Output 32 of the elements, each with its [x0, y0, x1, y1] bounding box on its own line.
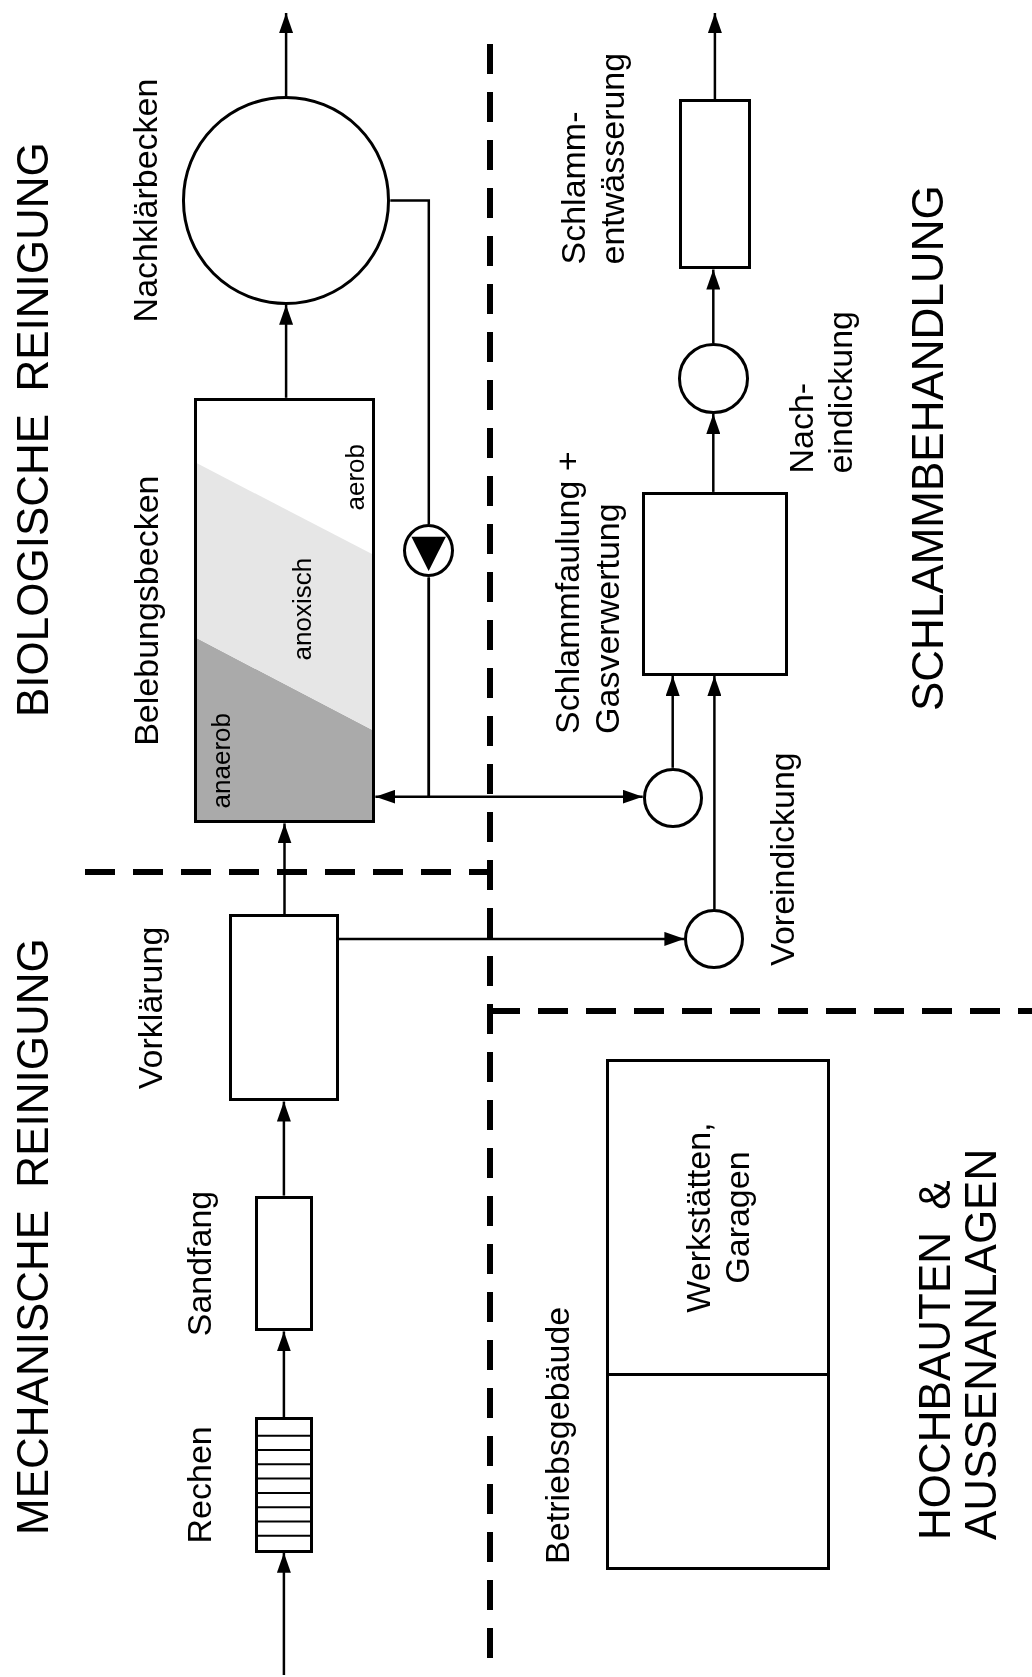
section-title: BIOLOGISCHE REINIGUNG	[10, 142, 57, 717]
flow-arrow	[339, 931, 685, 946]
section-title: HOCHBAUTEN & AUSSENANLAGEN	[912, 1147, 1005, 1540]
flow-arrow	[276, 1552, 291, 1675]
flow-arrow	[279, 304, 294, 398]
zone-label: anoxisch	[287, 557, 318, 661]
node-label: Werkstätten, Garagen	[679, 1121, 758, 1315]
flow-arrow	[706, 269, 721, 344]
flow-arrow	[665, 675, 680, 768]
flow-arrow	[276, 1101, 291, 1196]
flow-arrow	[707, 13, 722, 100]
zone-label: aerob	[340, 443, 371, 511]
section-title: SCHLAMMBEHANDLUNG	[905, 185, 952, 711]
node-label: Voreindickung	[763, 752, 803, 966]
node-label: Betriebsgebäude	[538, 1306, 578, 1564]
zone-label: anaerob	[206, 713, 237, 809]
node-label: Nach- eindickung	[781, 310, 860, 474]
node-label: Nachklärbecken	[125, 78, 165, 323]
flow-line	[390, 199, 431, 524]
section-title: MECHANISCHE REINIGUNG	[10, 938, 57, 1535]
node-label: Vorklärung	[130, 926, 170, 1090]
flow-arrow	[707, 675, 722, 909]
node-label: Sandfang	[180, 1190, 220, 1337]
flow-arrow	[276, 1331, 291, 1417]
flow-arrow	[427, 577, 643, 804]
node-label: Schlamm- entwässerung	[553, 51, 632, 265]
node-label: Belebungsbecken	[127, 475, 167, 746]
flow-arrow	[706, 413, 721, 492]
flow-arrow	[277, 823, 292, 915]
node-label: Schlammfaulung + Gasverwertung	[548, 450, 627, 734]
node-label: Rechen	[180, 1426, 220, 1544]
flow-arrow	[279, 13, 294, 97]
